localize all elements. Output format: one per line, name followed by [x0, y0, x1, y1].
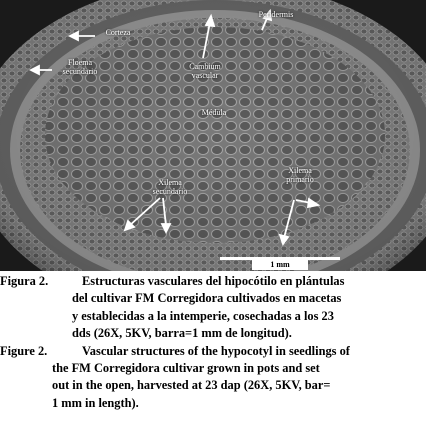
label-xilema-primario: Xilema primario [286, 166, 314, 184]
caption-english: Figure 2. Vascular structures of the hyp… [0, 343, 426, 413]
caption-en-label: Figure 2. [0, 343, 48, 358]
label-cambium-vascular: Cambium vascular [189, 62, 221, 80]
scale-bar-label: 1 mm [252, 260, 308, 270]
annotation-arrows [28, 8, 321, 246]
label-xilema-secundario: Xilema secundario [152, 178, 188, 196]
label-medula: Médula [201, 108, 227, 117]
scale-bar [220, 257, 340, 260]
caption-en-line: the FM Corregidora cultivar grown in pot… [52, 361, 320, 376]
caption-en-line: 1 mm in length). [52, 395, 139, 410]
sem-micrograph: Corteza Floema secundario Cambium vascul… [0, 0, 426, 271]
caption-en-line: out in the open, harvested at 23 dap (26… [52, 378, 331, 393]
micrograph-image [0, 0, 426, 271]
caption-en-line: Vascular structures of the hypocotyl in … [82, 343, 350, 358]
caption-es-line: dds (26X, 5KV, barra=1 mm de longitud). [72, 326, 292, 341]
caption-es-line: y establecidas a la intemperie, cosechad… [72, 308, 334, 323]
label-peridermis: Peridermis [258, 10, 294, 19]
caption-spanish: Figura 2. Estructuras vasculares del hip… [0, 273, 426, 343]
caption-es-line: del cultivar FM Corregidora cultivados e… [72, 291, 342, 306]
caption-es-label: Figura 2. [0, 274, 49, 288]
caption-es-line: Estructuras vasculares del hipocótilo en… [82, 274, 345, 288]
figure-caption: Figura 2. Estructuras vasculares del hip… [0, 273, 426, 412]
label-floema-secundario: Floema secundario [62, 58, 98, 76]
label-corteza: Corteza [105, 28, 131, 37]
